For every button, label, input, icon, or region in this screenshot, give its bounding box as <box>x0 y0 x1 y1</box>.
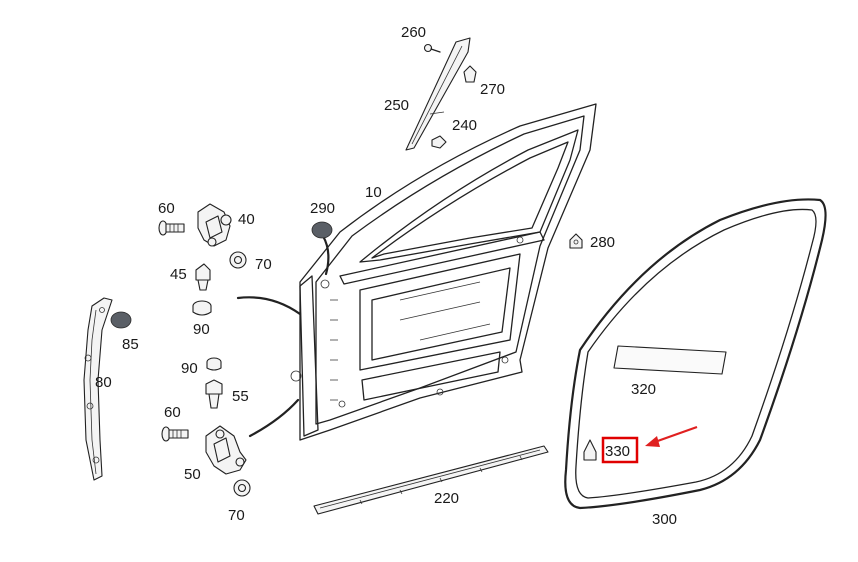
screw-part-60-upper <box>158 220 185 236</box>
bolt-part-45 <box>195 263 211 291</box>
label-part-60-lower: 60 <box>164 404 181 421</box>
label-part-85: 85 <box>122 336 139 353</box>
label-part-320: 320 <box>631 381 656 398</box>
label-part-55: 55 <box>232 388 249 405</box>
nut-part-70-lower <box>233 479 251 497</box>
trim-strip-part-80 <box>83 297 113 481</box>
label-part-70-upper: 70 <box>255 256 272 273</box>
door-seal-part-300 <box>564 198 827 510</box>
clip-part-330 <box>583 439 597 461</box>
label-part-300: 300 <box>652 511 677 528</box>
highlight-arrow <box>645 425 698 447</box>
label-part-260: 260 <box>401 24 426 41</box>
label-part-280: 280 <box>590 234 615 251</box>
screw-part-260 <box>423 43 441 53</box>
label-part-290: 290 <box>310 200 335 217</box>
window-trim-part-250 <box>405 37 471 151</box>
label-part-10: 10 <box>365 184 382 201</box>
bushing-part-90-lower <box>206 357 222 371</box>
leader-line-upper-hinge <box>236 296 302 316</box>
door-shell-part-10 <box>290 103 597 441</box>
label-part-250: 250 <box>384 97 409 114</box>
upper-hinge-part-40 <box>197 203 232 247</box>
leader-line-lower-hinge <box>248 398 300 438</box>
lower-hinge-part-50 <box>205 425 247 475</box>
label-part-60-upper: 60 <box>158 200 175 217</box>
label-part-90-lower: 90 <box>181 360 198 377</box>
sill-strip-part-220 <box>313 445 549 515</box>
plug-part-290 <box>311 221 333 239</box>
label-sticker-part-320 <box>613 345 727 375</box>
leader-line-plug <box>321 234 330 276</box>
label-part-90-upper: 90 <box>193 321 210 338</box>
label-part-220: 220 <box>434 490 459 507</box>
clip-part-270 <box>463 65 477 83</box>
clip-part-280 <box>569 233 583 249</box>
label-part-50: 50 <box>184 466 201 483</box>
label-part-45: 45 <box>170 266 187 283</box>
plug-part-85 <box>110 311 132 329</box>
label-part-70-lower: 70 <box>228 507 245 524</box>
label-part-40: 40 <box>238 211 255 228</box>
highlight-box-330 <box>601 436 639 464</box>
screw-part-60-lower <box>161 426 189 442</box>
label-part-330: 330 <box>605 443 630 460</box>
bushing-part-90-upper <box>192 300 212 316</box>
label-part-240: 240 <box>452 117 477 134</box>
label-part-80: 80 <box>95 374 112 391</box>
label-part-270: 270 <box>480 81 505 98</box>
nut-part-70-upper <box>229 251 247 269</box>
clip-part-240 <box>431 135 447 149</box>
bolt-part-55 <box>205 379 223 409</box>
